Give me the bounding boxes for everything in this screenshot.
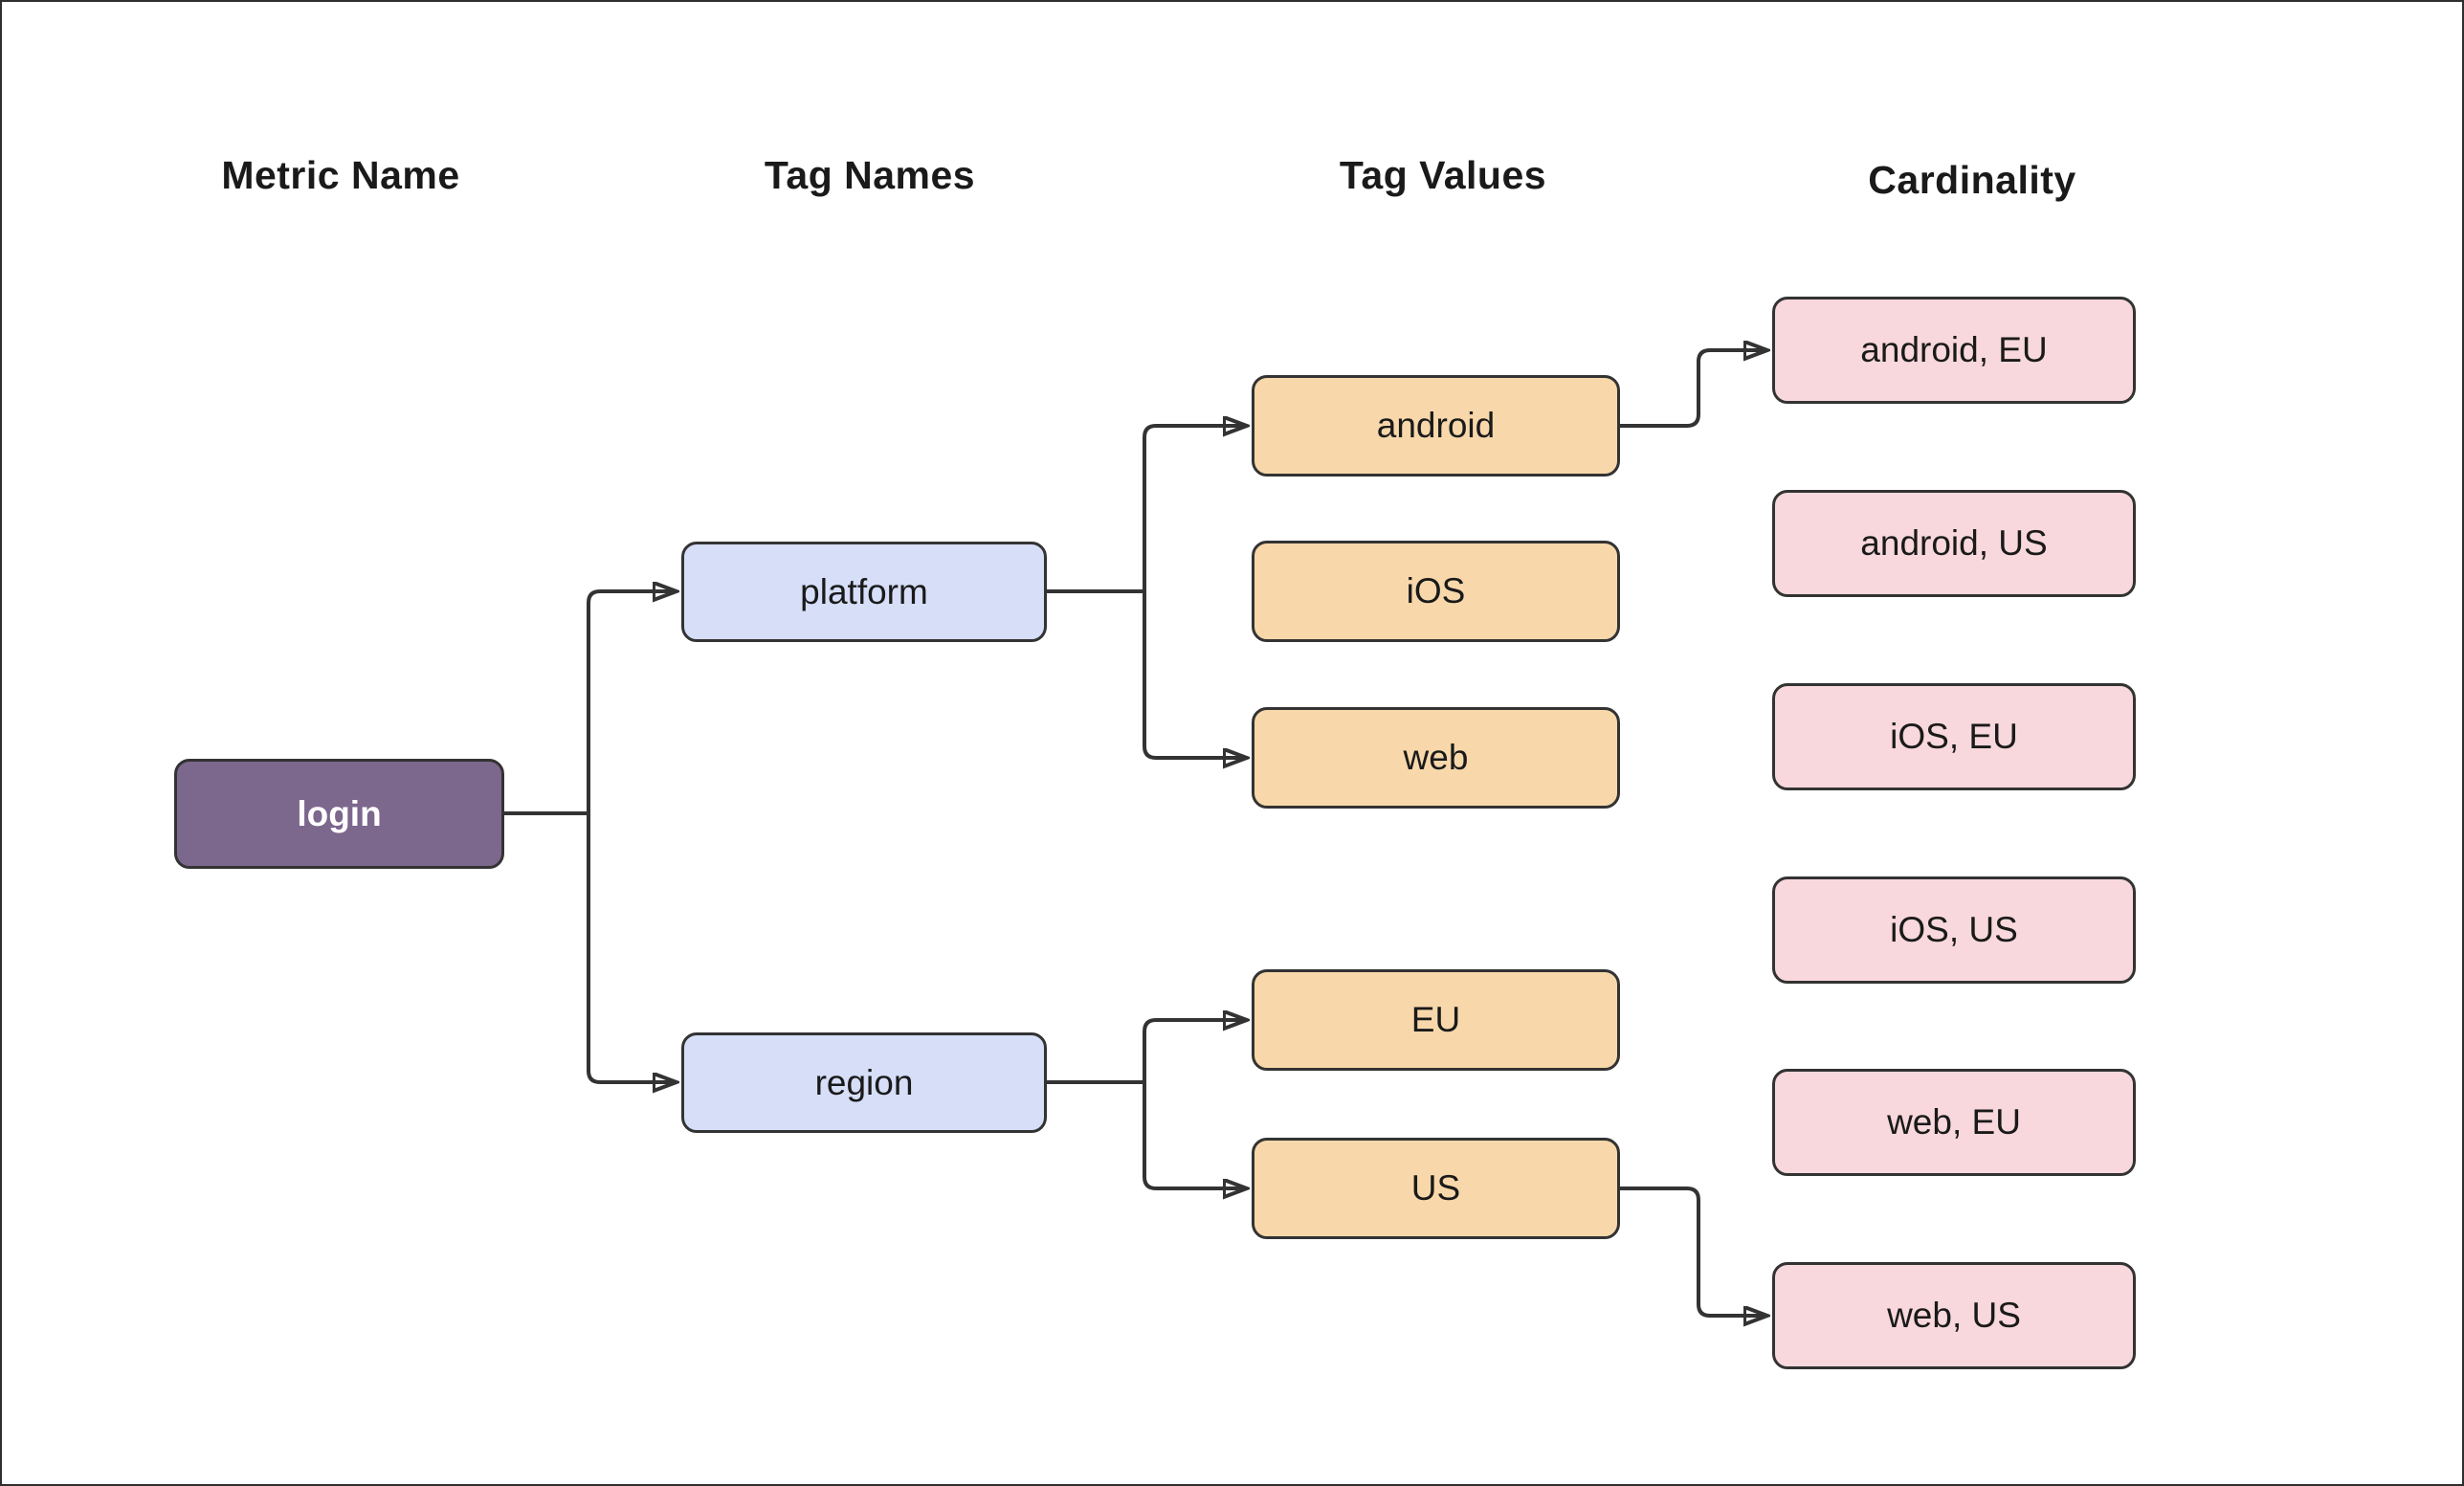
edge-login-region — [587, 813, 676, 1082]
node-ios: iOS — [1252, 541, 1620, 642]
node-web: web — [1252, 707, 1620, 809]
column-header-cardinality: Cardinality — [1868, 158, 2076, 202]
node-ios-us: iOS, US — [1772, 876, 2136, 984]
node-android-eu: android, EU — [1772, 297, 2136, 404]
edge-platform-web — [1143, 591, 1246, 758]
column-header-metric-name: Metric Name — [221, 153, 460, 197]
node-android: android — [1252, 375, 1620, 477]
node-web-eu: web, EU — [1772, 1069, 2136, 1176]
edge-us-webus — [1620, 1187, 1766, 1316]
node-login: login — [174, 759, 504, 869]
node-eu: EU — [1252, 969, 1620, 1071]
edge-platform-android — [1143, 426, 1246, 591]
node-platform: platform — [681, 542, 1047, 642]
column-header-tag-names: Tag Names — [764, 153, 976, 197]
edge-region-us — [1143, 1082, 1246, 1188]
edge-login-platform — [587, 591, 676, 813]
edge-region-eu — [1143, 1020, 1246, 1082]
node-android-us: android, US — [1772, 490, 2136, 597]
node-web-us: web, US — [1772, 1262, 2136, 1369]
column-header-tag-values: Tag Values — [1339, 153, 1547, 197]
node-ios-eu: iOS, EU — [1772, 683, 2136, 790]
edge-android-androideu — [1620, 350, 1766, 428]
node-us: US — [1252, 1138, 1620, 1239]
node-region: region — [681, 1032, 1047, 1133]
